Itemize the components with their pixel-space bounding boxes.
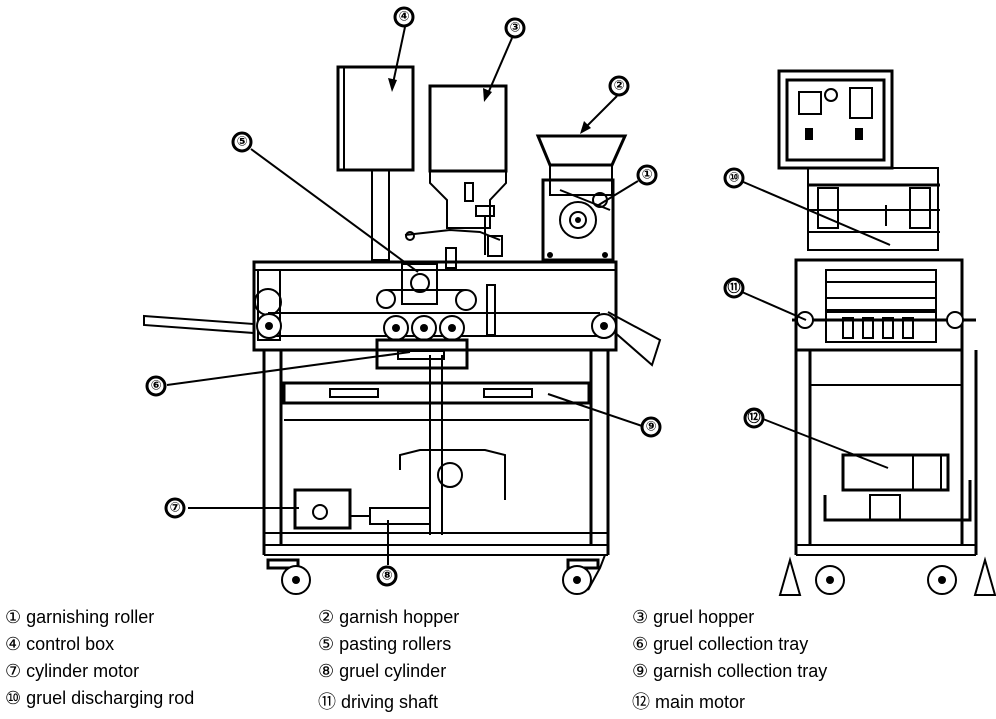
callout-11: ⑪: [723, 277, 745, 299]
svg-text:⑨: ⑨: [645, 420, 656, 435]
legend-item: ⑩ gruel discharging rod: [5, 688, 195, 708]
svg-text:⑤: ⑤: [236, 135, 247, 150]
svg-text:⑩: ⑩: [728, 171, 739, 186]
legend-item: ⑧ gruel cylinder: [318, 661, 447, 681]
callout-8: ⑧: [376, 565, 398, 587]
svg-text:⑪: ⑪: [727, 280, 740, 296]
svg-text:⑥: ⑥: [150, 379, 161, 394]
legend-item: ④ control box: [5, 634, 115, 654]
side-frame-drawing: [794, 350, 978, 556]
frame-drawing: [254, 349, 616, 556]
callout-7: ⑦: [164, 497, 186, 519]
legend-item: ⑤ pasting rollers: [318, 634, 452, 654]
callout-6: ⑥: [145, 375, 167, 397]
svg-text:③: ③: [509, 21, 520, 36]
legend-item: ⑥ gruel collection tray: [632, 634, 809, 654]
side-body-drawing: [792, 258, 976, 352]
legend-item: ⑨ garnish collection tray: [632, 661, 828, 681]
callout-5: ⑤: [231, 131, 253, 153]
side-control-box-drawing: [777, 69, 894, 170]
front-view: [143, 65, 662, 595]
side-view: [777, 69, 996, 596]
legend-item: ⑪ driving shaft: [318, 692, 439, 712]
svg-text:⑦: ⑦: [169, 501, 180, 516]
side-upper-rack-drawing: [807, 167, 940, 251]
svg-text:②: ②: [613, 79, 624, 94]
callout-9: ⑨: [640, 416, 662, 438]
callout-10: ⑩: [723, 167, 745, 189]
callout-3: ③: [504, 17, 526, 39]
callout-4: ④: [393, 6, 415, 28]
leader-lines: [166, 26, 891, 565]
legend-item: ② garnish hopper: [318, 607, 460, 627]
callout-1: ①: [636, 164, 658, 186]
gruel-hopper-drawing: [404, 84, 508, 269]
callout-12: ⑫: [743, 407, 765, 429]
svg-text:⑧: ⑧: [381, 569, 392, 584]
control-box-drawing: [336, 65, 415, 261]
svg-text:④: ④: [398, 10, 409, 25]
callout-2: ②: [608, 75, 630, 97]
legend-item: ⑫ main motor: [632, 692, 746, 712]
legend-item: ① garnishing roller: [5, 607, 155, 627]
side-caster-drawing: [778, 556, 996, 596]
garnish-hopper-drawing: [535, 134, 628, 262]
svg-text:⑫: ⑫: [747, 410, 760, 426]
caster-drawing: [266, 554, 607, 595]
svg-text:①: ①: [641, 168, 652, 183]
legend-item: ⑦ cylinder motor: [5, 661, 140, 681]
legend-item: ③ gruel hopper: [632, 607, 755, 627]
machine-drawing: ④ ③ ② ① ⑤ ⑩ ⑪ ⑥ ⑨ ⑫ ⑦ ⑧: [143, 6, 996, 596]
